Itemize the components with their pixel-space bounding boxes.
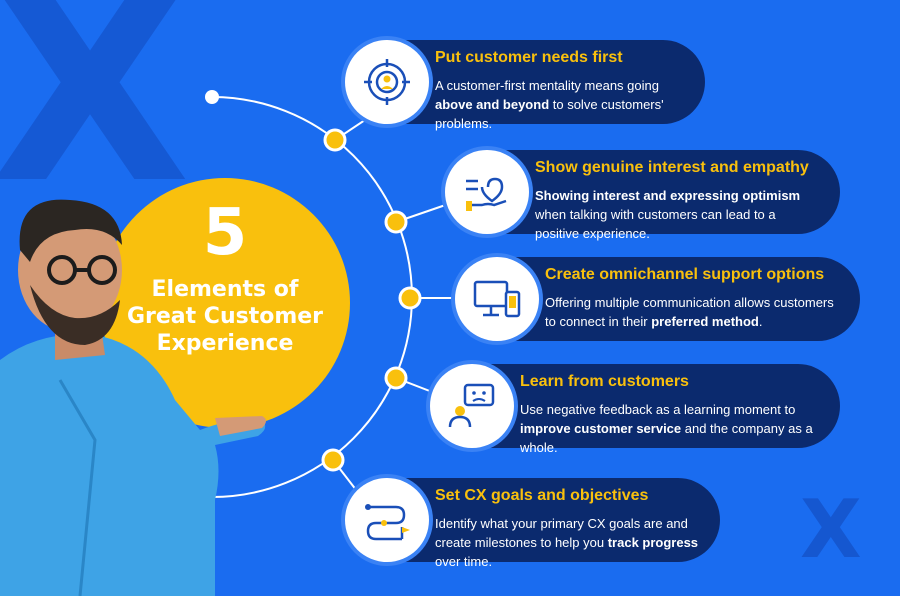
target-person-icon	[345, 40, 429, 124]
center-title-line-2: Great Customer	[126, 304, 324, 329]
element-card-3: Create omnichannel support options Offer…	[455, 257, 860, 341]
element-desc-5-part-2: track progress	[607, 535, 699, 550]
element-card-4: Learn from customers Use negative feedba…	[430, 364, 840, 455]
background-x-logo-small: X	[800, 483, 862, 576]
element-desc-5-part-3: over time.	[435, 554, 493, 569]
element-desc-2-part-1: Showing interest and expressing optimism	[535, 188, 801, 203]
element-desc-3-part-3: .	[758, 314, 763, 329]
element-desc-3-part-2: preferred method	[651, 314, 759, 329]
element-desc-4: Use negative feedback as a learning mome…	[520, 400, 822, 457]
center-title-line-1: Elements of	[151, 277, 299, 302]
center-title-line-3: Experience	[156, 331, 294, 356]
element-desc-1: A customer-first mentality means going a…	[435, 76, 687, 133]
element-desc-4-part-1: Use negative feedback as a learning mome…	[520, 402, 796, 417]
person-illustration	[0, 199, 266, 596]
element-desc-3-part-1: Offering multiple communication allows c…	[545, 295, 834, 329]
element-desc-2-part-2: when talking with customers can lead to …	[535, 207, 776, 241]
arc-start-node	[205, 90, 219, 104]
center-title: Elements of Great Customer Experience	[100, 276, 350, 357]
element-card-5: Set CX goals and objectives Identify wha…	[345, 478, 720, 569]
center-number: 5	[202, 196, 248, 270]
element-card-2: Show genuine interest and empathy Showin…	[445, 150, 840, 241]
roadmap-flag-icon	[345, 478, 429, 562]
element-card-1: Put customer needs first A customer-firs…	[345, 40, 705, 131]
element-desc-1-part-2: above and beyond	[435, 97, 550, 112]
arc-node-3	[398, 286, 422, 310]
element-desc-4-part-2: improve customer service	[520, 421, 682, 436]
arc-node-1	[323, 128, 347, 152]
element-desc-1-part-1: A customer-first mentality means going	[435, 78, 659, 93]
element-desc-3: Offering multiple communication allows c…	[545, 293, 842, 331]
arc-node-4	[384, 366, 408, 390]
element-title-1: Put customer needs first	[435, 49, 623, 66]
element-desc-5-part-1: Identify what your primary CX goals are …	[435, 516, 688, 550]
feedback-person-icon	[430, 364, 514, 448]
element-desc-4-part-3: and the company as a whole.	[520, 421, 813, 455]
element-title-4: Learn from customers	[520, 373, 689, 390]
element-desc-5: Identify what your primary CX goals are …	[435, 514, 702, 571]
arc-node-5	[321, 448, 345, 472]
element-title-3: Create omnichannel support options	[545, 266, 825, 283]
heart-hand-icon	[445, 150, 529, 234]
element-title-2: Show genuine interest and empathy	[535, 159, 809, 176]
element-desc-2: Showing interest and expressing optimism…	[535, 186, 822, 243]
element-title-5: Set CX goals and objectives	[435, 487, 649, 504]
element-desc-1-part-3: to solve customers' problems.	[435, 97, 664, 131]
arc-node-2	[384, 210, 408, 234]
background-x-logo-large: X	[0, 0, 191, 241]
monitor-phone-icon	[455, 257, 539, 341]
